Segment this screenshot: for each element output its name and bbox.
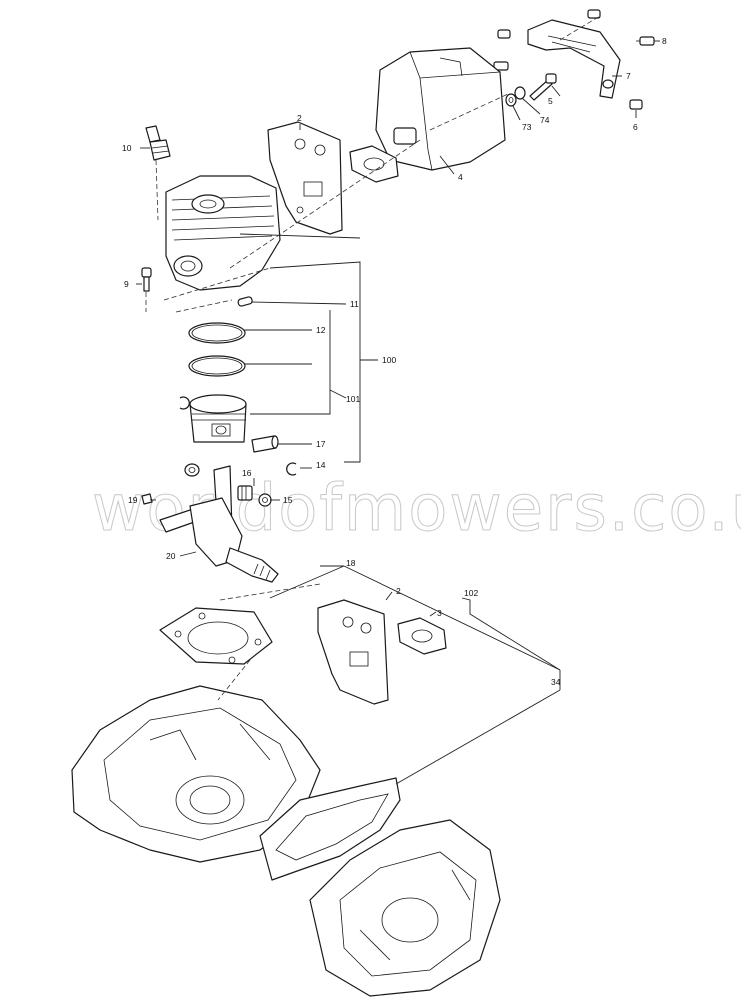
label-6: 6: [633, 122, 638, 132]
label-11: 11: [350, 299, 359, 309]
part-12-piston-ring-upper[interactable]: [188, 322, 246, 344]
label-2-lower: 2: [396, 586, 401, 596]
part-17-piston-pin[interactable]: [251, 435, 279, 453]
label-18: 18: [346, 558, 356, 568]
washer-left[interactable]: [184, 463, 200, 477]
part-3-flange-gasket-top[interactable]: [349, 145, 399, 183]
label-17: 17: [316, 439, 326, 449]
part-9-bolt[interactable]: [141, 267, 152, 292]
part-7-muffler-bracket[interactable]: [527, 19, 621, 99]
label-7: 7: [626, 71, 631, 81]
watermark-text: worldofmowers.co.uk: [92, 472, 741, 546]
screw-top[interactable]: [493, 9, 601, 71]
part-14-circlip-right[interactable]: [286, 462, 297, 476]
label-4: 4: [458, 172, 463, 182]
cylinder-assembly[interactable]: [165, 175, 281, 291]
label-100: 100: [382, 355, 396, 365]
label-102: 102: [464, 588, 478, 598]
label-101: 101: [346, 394, 360, 404]
part-12-piston-ring-lower[interactable]: [188, 355, 246, 377]
part-2-muffler-gasket-top[interactable]: [267, 121, 343, 235]
label-73: 73: [522, 122, 532, 132]
piston[interactable]: [189, 394, 247, 443]
label-16: 16: [242, 468, 252, 478]
label-10: 10: [122, 143, 132, 153]
part-18-cylinder-base-gasket[interactable]: [159, 607, 273, 665]
crankcase-left-half[interactable]: [71, 685, 321, 863]
label-8: 8: [662, 36, 667, 46]
part-74-washer[interactable]: [514, 86, 526, 100]
label-14: 14: [316, 460, 326, 470]
label-2-top: 2: [297, 113, 302, 123]
part-2-muffler-gasket-lower[interactable]: [317, 599, 389, 705]
part-3-flange-gasket-lower[interactable]: [397, 617, 447, 655]
part-11-pin[interactable]: [237, 296, 253, 307]
part-20-crankshaft[interactable]: [159, 465, 279, 583]
part-15-washer[interactable]: [258, 493, 272, 507]
assembly-axis-lines: [145, 15, 601, 701]
part-34-crankcase-gasket[interactable]: [259, 777, 401, 881]
part-14-circlip-left[interactable]: [179, 396, 190, 410]
part-10-spark-plug[interactable]: [145, 125, 171, 161]
label-74: 74: [540, 115, 550, 125]
label-12: 12: [316, 325, 326, 335]
part-labels: 2 4 5 6 7 8 9 10 11 12 14 15 16 17 18 19…: [122, 36, 667, 687]
part-6-bolt[interactable]: [629, 99, 643, 110]
part-8-bolt[interactable]: [636, 36, 655, 46]
label-9: 9: [124, 279, 129, 289]
part-73-washer[interactable]: [505, 93, 517, 107]
part-16-needle-bearing[interactable]: [237, 485, 253, 501]
label-20: 20: [166, 551, 176, 561]
label-34: 34: [551, 677, 561, 687]
label-15: 15: [283, 495, 293, 505]
label-5: 5: [548, 96, 553, 106]
label-19: 19: [128, 495, 138, 505]
part-19-key[interactable]: [141, 493, 153, 505]
callout-leaders: [136, 40, 660, 785]
part-5-bolt[interactable]: [529, 73, 557, 101]
label-3: 3: [437, 608, 442, 618]
crankcase-right-half[interactable]: [309, 819, 501, 997]
part-4-muffler[interactable]: [375, 47, 506, 171]
